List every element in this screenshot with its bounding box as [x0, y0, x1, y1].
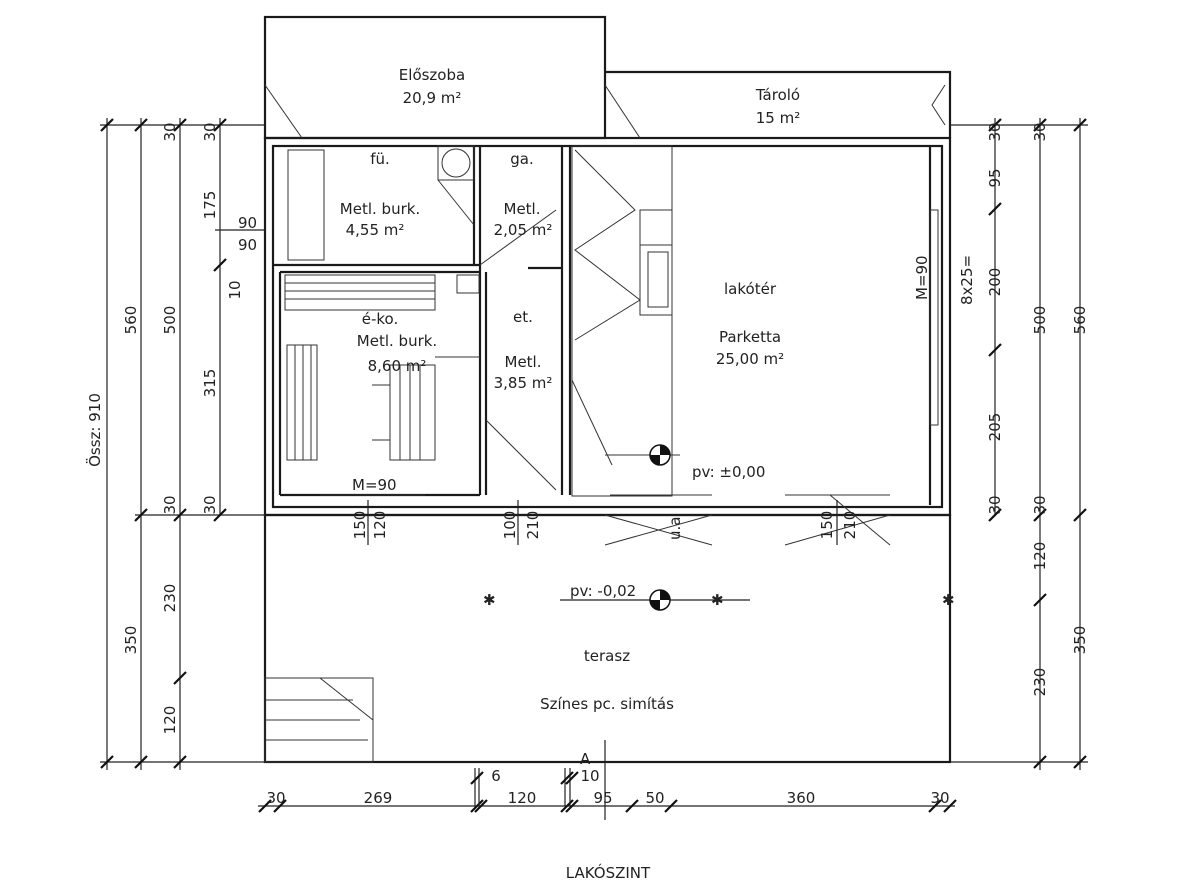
terrace-stairs: [264, 677, 374, 763]
dimension-label: 95: [986, 168, 1004, 187]
dimensions-right: 30 95 200 205 30 30 500 30 120 230 560 3…: [950, 118, 1089, 770]
dimensions-bottom: 30 269 120 95 50 360 30 6 10: [258, 767, 957, 813]
dimension-label: 30: [1031, 495, 1049, 514]
dimension-label: 150: [351, 511, 369, 540]
fixtures: ✱ ✱ ✱: [264, 84, 955, 820]
dimension-label: 210: [524, 511, 542, 540]
dimension-label: 30: [266, 789, 285, 807]
dimension-label: 500: [1031, 306, 1049, 335]
dimension-label: 90: [238, 236, 257, 254]
dimension-label: 560: [122, 306, 140, 335]
dimension-label: 120: [508, 789, 537, 807]
dimension-label: 30: [1031, 122, 1049, 141]
level-label: pv: -0,02: [570, 582, 636, 600]
dimension-label: 50: [645, 789, 664, 807]
dimension-label: 6: [491, 767, 501, 785]
room-floor: Metl.: [505, 353, 542, 371]
dimension-label: 500: [161, 306, 179, 335]
dimension-label: 350: [1071, 626, 1089, 655]
room-floor: Metl. burk.: [357, 332, 437, 350]
dimension-label: 30: [201, 495, 219, 514]
column-marker-icon: ✱: [483, 591, 496, 609]
stairs: [571, 145, 673, 497]
room-floor: Színes pc. simítás: [540, 695, 674, 713]
room-floor: Parketta: [719, 328, 781, 346]
dimension-label: 175: [201, 191, 219, 220]
dimension-label: 200: [986, 268, 1004, 297]
dimension-label: 205: [986, 413, 1004, 442]
room-name: fü.: [370, 150, 390, 168]
room-area: 3,85 m²: [494, 374, 553, 392]
dimension-label: 120: [371, 511, 389, 540]
dimension-label: 120: [1031, 542, 1049, 571]
dimension-label: 210: [841, 511, 859, 540]
dimension-label: 10: [226, 280, 244, 299]
dimension-label: 30: [161, 495, 179, 514]
dimension-label: 30: [161, 122, 179, 141]
room-area: 20,9 m²: [403, 89, 462, 107]
dimension-label: 100: [501, 511, 519, 540]
room-area: 8,60 m²: [368, 357, 427, 375]
kitchen-counter: [284, 274, 480, 461]
column-marker-icon: ✱: [711, 591, 724, 609]
dimension-label: 10: [580, 767, 599, 785]
dimension-label: 90: [238, 214, 257, 232]
room-floor: Metl.: [504, 200, 541, 218]
dimension-label: 230: [161, 584, 179, 613]
dimension-label: 150: [818, 511, 836, 540]
dimension-label: 350: [122, 626, 140, 655]
column-marker-icon: ✱: [942, 591, 955, 609]
room-name: lakótér: [724, 280, 777, 298]
door-width-label: M=90: [913, 255, 931, 300]
dimension-label: 269: [364, 789, 393, 807]
room-name: et.: [513, 308, 533, 326]
room-name: Előszoba: [399, 66, 465, 84]
dimension-label: 95: [593, 789, 612, 807]
dimension-label: 360: [787, 789, 816, 807]
ua-label: u.a: [666, 517, 684, 540]
room-labels: Előszoba 20,9 m² Tároló 15 m² fü. Metl. …: [340, 66, 800, 713]
room-area: 25,00 m²: [716, 350, 784, 368]
dimension-label: 230: [1031, 668, 1049, 697]
dimension-label: 30: [201, 122, 219, 141]
dimension-label: 30: [986, 122, 1004, 141]
dimension-label: Össz: 910: [85, 393, 104, 467]
door-width-label: M=90: [352, 476, 397, 494]
room-name: é-ko.: [362, 310, 398, 328]
room-area: 2,05 m²: [494, 221, 553, 239]
room-area: 15 m²: [756, 109, 800, 127]
room-name: Tároló: [755, 86, 800, 104]
level-label: pv: ±0,00: [692, 463, 765, 481]
drawing-title: LAKÓSZINT: [566, 863, 651, 882]
dimension-label: 315: [201, 369, 219, 398]
annotations: M=90 M=90 pv: ±0,00 pv: -0,02 u.a A 8x25…: [352, 255, 976, 882]
dimension-label: 120: [161, 706, 179, 735]
room-floor: Metl. burk.: [340, 200, 420, 218]
room-area: 4,55 m²: [346, 221, 405, 239]
section-marker: A: [580, 750, 591, 768]
dimension-label: 30: [986, 495, 1004, 514]
room-name: ga.: [510, 150, 533, 168]
dimension-label: 560: [1071, 306, 1089, 335]
stairs-count-label: 8x25=: [958, 255, 976, 305]
dimension-label: 30: [930, 789, 949, 807]
opening-dimensions: 150 120 100 210 150 210: [351, 500, 859, 545]
room-name: terasz: [584, 647, 630, 665]
dimensions-left: Össz: 910 560 350 30 500 30 230 120 30 1…: [85, 118, 265, 770]
